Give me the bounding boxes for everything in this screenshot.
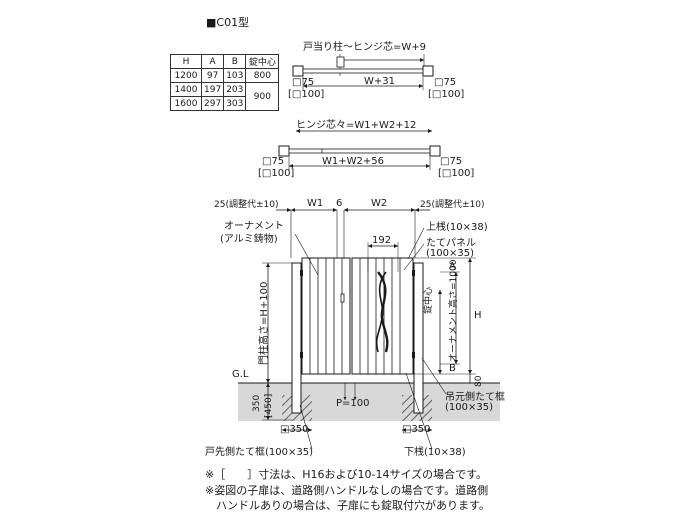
- post-left: [291, 262, 302, 414]
- b-label: B: [449, 363, 456, 374]
- dim-450-label: [450]: [264, 393, 274, 418]
- table-row: 1200 97 103 800: [170, 68, 280, 83]
- top-view-2-post-right: □75: [440, 156, 463, 167]
- table-row: 1600 297 303: [170, 96, 279, 111]
- post-height-label: 門柱高さ=H+100: [259, 281, 270, 365]
- dim-80-label: 80: [474, 375, 484, 387]
- note-line-3: ハンドルありの場合は、子扉にも錠取付穴があります。: [205, 499, 490, 512]
- panel-label: たてパネル: [426, 238, 476, 249]
- lock-center-label: 錠中心: [424, 286, 434, 314]
- top-view-1-title: 戸当り柱〜ヒンジ芯=W+9: [303, 42, 427, 53]
- top-view-single: [292, 54, 434, 90]
- table-header-lock-center: 錠中心: [245, 54, 280, 69]
- foundation-left-size: □350: [280, 424, 309, 435]
- gate-leaf-plan: [302, 68, 424, 74]
- table-cell: 103: [223, 68, 247, 83]
- table-cell: 303: [223, 96, 247, 111]
- ground-area: [238, 383, 500, 421]
- bottom-rail-label: 下桟(10×38): [404, 447, 466, 458]
- a-label: A: [449, 261, 456, 272]
- model-label: ■C01型: [206, 16, 250, 29]
- post-right: [422, 65, 434, 77]
- gap-label: 6: [336, 198, 343, 209]
- adjust-right-label: 25(調整代±10): [420, 200, 485, 210]
- foundation-right-size: □350: [402, 424, 431, 435]
- panel-size-label: (100×35): [426, 248, 474, 259]
- gl-label: G.L: [232, 369, 249, 380]
- table-header-b: B: [223, 54, 247, 69]
- top-view-2-post-left: □75: [262, 156, 285, 167]
- w2-label: W2: [371, 198, 388, 209]
- top-view-1-post-right-bracket: [□100]: [428, 89, 465, 100]
- hinge-frame-size: (100×35): [445, 402, 493, 413]
- table-cell-merged: 900: [245, 82, 280, 111]
- post-right: [413, 262, 424, 414]
- top-view-1-post-right: □75: [434, 77, 457, 88]
- p-label: P=100: [336, 398, 370, 409]
- ornament-label: オーナメント: [224, 221, 284, 232]
- post-left: [292, 65, 304, 77]
- spec-table: H A B 錠中心 1200 97 103 800 1400 197 203 9…: [170, 54, 280, 111]
- top-view-1-post-left-bracket: [□100]: [288, 89, 325, 100]
- door-frame-label: 戸先側たて框(100×35): [205, 447, 313, 458]
- h-label: H: [474, 310, 482, 321]
- ornament-material: (アルミ鋳物): [220, 234, 278, 245]
- table-header-h: H: [170, 54, 202, 69]
- post-right: [429, 145, 441, 157]
- ornament-height-label: オーナメント高さ=1000: [449, 259, 459, 362]
- top-view-2-title: ヒンジ芯々=W1+W2+12: [296, 120, 417, 131]
- vertical-panels: [309, 258, 401, 374]
- hinge-frame-label: 吊元側たて框: [445, 392, 505, 403]
- top-rail-label: 上桟(10×38): [426, 222, 488, 233]
- top-view-2-width: W1+W2+56: [322, 156, 384, 167]
- stopper-symbol: [336, 56, 345, 68]
- adjust-left-label: 25(調整代±10): [214, 200, 279, 210]
- top-view-2-post-left-bracket: [□100]: [258, 168, 295, 179]
- top-view-2-post-right-bracket: [□100]: [438, 168, 475, 179]
- dim-192: 192: [372, 235, 392, 246]
- dim-350-label: 350: [252, 394, 262, 412]
- note-line-1: ※［ ］寸法は、H16および10-14サイズの場合です。: [205, 468, 488, 481]
- lock-hole: [340, 293, 345, 303]
- top-view-double: [278, 129, 441, 170]
- table-cell: 203: [223, 82, 247, 97]
- post-left: [278, 145, 290, 157]
- gate-leaf-plan: [288, 148, 431, 154]
- note-line-2: ※姿図の子扉は、道路側ハンドルなしの場合です。道路側: [205, 484, 489, 497]
- table-cell: 1600: [170, 96, 202, 111]
- w1-label: W1: [307, 198, 324, 209]
- table-row: 1400 197 203 900: [170, 82, 280, 111]
- table-header-a: A: [200, 54, 225, 69]
- elevation-view: [238, 208, 500, 450]
- top-view-1-width: W+31: [364, 76, 395, 87]
- table-header-row: H A B 錠中心: [170, 54, 280, 69]
- top-view-1-post-left: □75: [292, 77, 315, 88]
